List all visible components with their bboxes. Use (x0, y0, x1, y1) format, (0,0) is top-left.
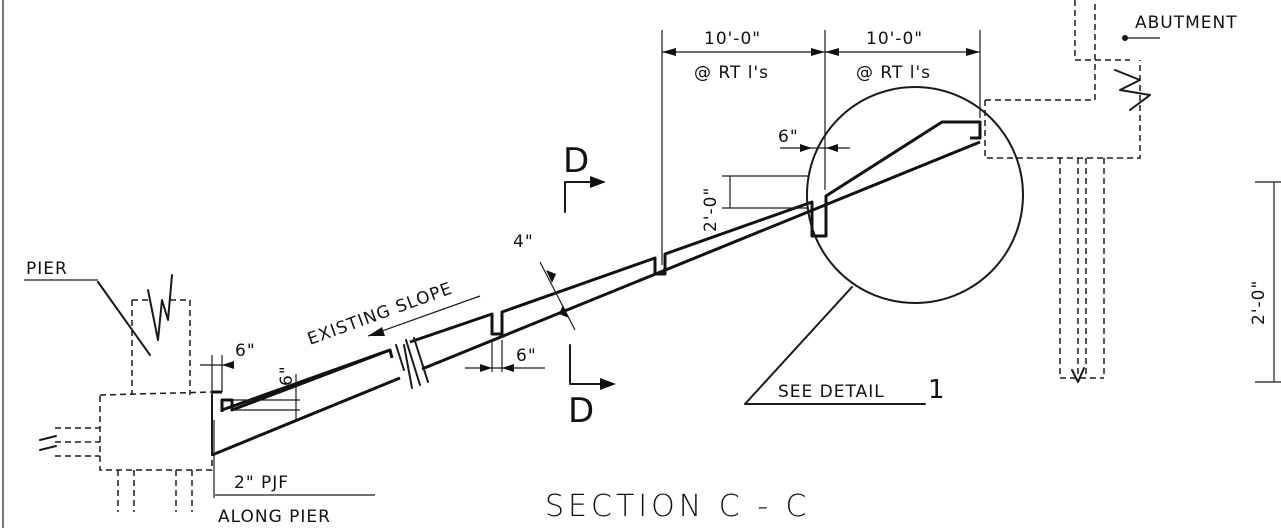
abutment-outline (984, 0, 1151, 383)
toe-depth-label: 6" (277, 365, 297, 386)
slope-slab (211, 120, 982, 457)
lug-width-top-label: 6" (778, 127, 799, 147)
see-detail-label: SEE DETAIL (778, 382, 885, 402)
pjf-label: 2" PJF (234, 473, 289, 493)
lug-width-mid-dimension (465, 340, 545, 372)
right-height-label: 2'-0" (1249, 280, 1269, 325)
pier-outline (39, 274, 213, 512)
existing-slope-label: EXISTING SLOPE (305, 279, 456, 350)
spacing-2-sub: @ RT l's (856, 63, 931, 83)
slab-thickness-dimension (539, 261, 576, 331)
lug-width-left-dimension (200, 355, 234, 392)
existing-slope-arrowhead (368, 327, 385, 336)
spacing-2-label: 10'-0" (866, 29, 923, 49)
spacing-1-label: 10'-0" (704, 29, 761, 49)
abutment-label: ABUTMENT (1135, 13, 1238, 33)
pier-label: PIER (26, 259, 68, 279)
spacing-1-sub: @ RT l's (694, 63, 769, 83)
detail-leader (744, 286, 926, 405)
existing-slope-arrow-line (367, 295, 481, 337)
lug-depth-label: 2'-0" (701, 187, 721, 232)
lug-width-mid-label: 6" (516, 346, 537, 366)
right-height-dimension: 2'-0" (1249, 181, 1281, 383)
top-dimensions (661, 30, 981, 265)
cut-label-bottom: D (568, 391, 594, 431)
along-pier-label: ALONG PIER (218, 507, 331, 527)
detail-number: 1 (928, 375, 946, 405)
detail-circle (806, 86, 1024, 304)
slab-thickness-label: 4" (513, 232, 534, 252)
lug-width-top-dimension (780, 144, 850, 152)
cut-marker-top (564, 176, 606, 213)
cut-marker-bottom (569, 344, 616, 390)
cut-label-top: D (563, 141, 589, 181)
pier-leader (97, 281, 151, 356)
lug-depth-dimension (722, 175, 808, 209)
toe-depth-dimension (232, 374, 300, 422)
section-title: SECTION C - C (545, 489, 811, 524)
lug-width-left-label: 6" (235, 341, 256, 361)
